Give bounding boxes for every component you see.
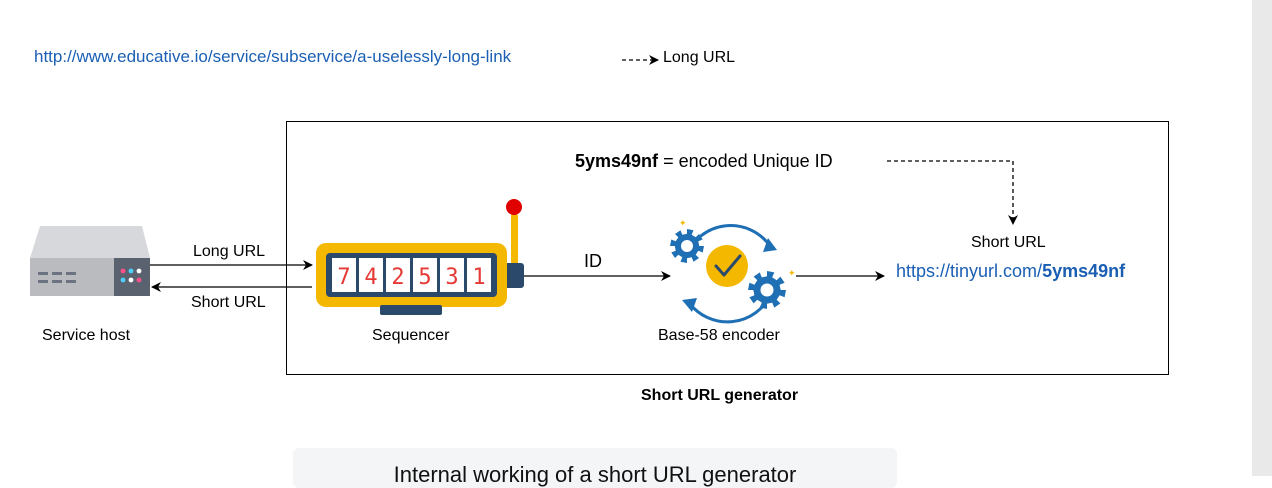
sequencer-digit: 1 xyxy=(472,265,485,290)
digit-cell xyxy=(359,258,383,292)
caption-box: Internal working of a short URL generato… xyxy=(293,448,897,488)
digit-cell xyxy=(332,258,356,292)
scrollbar-track[interactable] xyxy=(1252,0,1272,476)
dashed-arrow-encoded xyxy=(887,160,1018,225)
short-url-generator-box xyxy=(286,121,1169,375)
long-url-label: Long URL xyxy=(663,49,736,66)
svg-text:✦: ✦ xyxy=(788,268,796,278)
encoded-text: = encoded Unique ID xyxy=(658,151,833,171)
sequencer-digit: 2 xyxy=(391,265,404,290)
tiny-url-code: 5yms49nf xyxy=(1042,261,1126,281)
arrow-label-short-url: Short URL xyxy=(191,294,266,311)
arrow-label-long-url: Long URL xyxy=(193,243,266,260)
gear-icon xyxy=(670,229,704,263)
encoder-label: Base-58 encoder xyxy=(658,327,780,344)
sequencer-label: Sequencer xyxy=(372,327,450,344)
sequencer-digit: 3 xyxy=(445,265,458,290)
digit-cell xyxy=(440,258,464,292)
gear-icon xyxy=(748,271,786,309)
digit-cell xyxy=(386,258,410,292)
caption: Internal working of a short URL generato… xyxy=(393,462,797,487)
server-icon xyxy=(30,226,150,296)
sequencer-digit: 4 xyxy=(364,265,377,290)
tiny-url[interactable]: https://tinyurl.com/5yms49nf xyxy=(896,261,1125,282)
sequencer-digit: 7 xyxy=(337,265,350,290)
digit-cell xyxy=(413,258,437,292)
tiny-url-prefix: https://tinyurl.com/ xyxy=(896,261,1043,281)
svg-text:✦: ✦ xyxy=(679,218,687,228)
long-link[interactable]: http://www.educative.io/service/subservi… xyxy=(34,47,512,66)
encoded-code: 5yms49nf xyxy=(575,151,659,171)
diagram: http://www.educative.io/service/subservi… xyxy=(30,47,1169,488)
sequencer-digit: 5 xyxy=(418,265,431,290)
arrow-label-id: ID xyxy=(584,251,602,271)
short-url-label-right: Short URL xyxy=(971,234,1046,251)
generator-label: Short URL generator xyxy=(641,387,799,404)
encoder-icon: ✦ ✦ xyxy=(670,218,796,324)
digit-cell xyxy=(467,258,491,292)
encoded-id-note: 5yms49nf = encoded Unique ID xyxy=(575,151,833,172)
service-host-label: Service host xyxy=(42,327,131,344)
